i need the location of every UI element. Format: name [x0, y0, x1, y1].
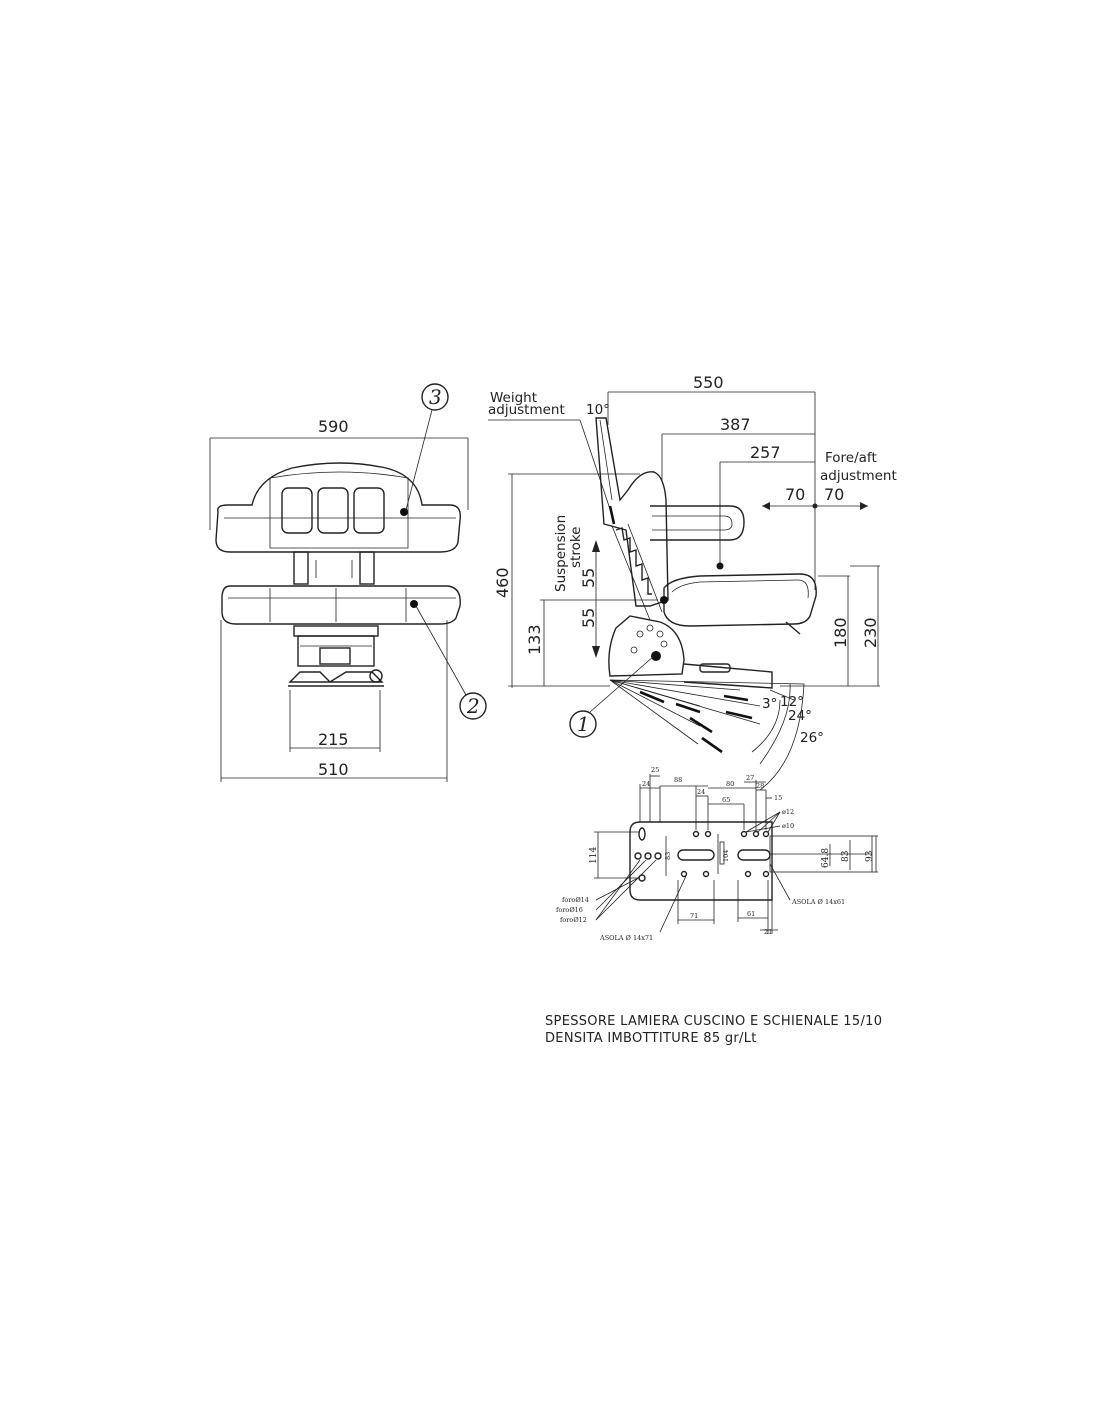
plate-dim-28: 28 [756, 782, 764, 790]
callout-2: 2 [466, 694, 480, 718]
asola-71: ASOLA Ø 14x71 [599, 934, 653, 942]
front-view: 590 215 [209, 383, 487, 782]
fore-aft-label-1: Fore/aft [825, 450, 877, 466]
suspension-label-1: Suspension [553, 515, 569, 592]
backrest-point-icon [400, 508, 408, 516]
plate-dim-64-8: 64.8 [821, 848, 831, 868]
callout-3-circle [421, 383, 449, 411]
side-cushion [663, 573, 817, 627]
angle-10: 10° [586, 402, 610, 418]
plate-dim-80: 80 [726, 780, 734, 788]
plate-dim-104: 104 [722, 850, 730, 862]
dim-55-top: 55 [579, 568, 598, 588]
base-plate-outline [629, 821, 773, 901]
foro-14: foroØ14 [562, 896, 589, 904]
notes: SPESSORE LAMIERA CUSCINO E SCHIENALE 15/… [545, 1014, 882, 1046]
side-armrest [650, 505, 745, 541]
dim-590: 590 [318, 417, 349, 436]
callout-2-circle [459, 692, 487, 720]
angle-24: 24° [788, 708, 812, 724]
tilt-fan [609, 679, 805, 791]
foro-12: foroØ12 [560, 916, 587, 924]
dim-fore-70: 70 [785, 485, 805, 504]
hole-phi10: ø10 [782, 822, 794, 830]
note-line-2: DENSITA IMBOTTITURE 85 gr/Lt [545, 1031, 757, 1046]
dim-460: 460 [493, 567, 512, 598]
base-plate: 25 24 88 24 80 65 27 28 15 ø12 ø10 114 8… [556, 766, 878, 942]
dim-257: 257 [750, 443, 781, 462]
angle-12: 12° [780, 694, 804, 710]
plate-dim-27: 27 [746, 774, 754, 782]
dim-387: 387 [720, 415, 751, 434]
cushion-outline [221, 585, 461, 625]
suspension-spring [615, 527, 652, 595]
plate-dim-15: 15 [774, 794, 782, 802]
dim-230: 230 [861, 617, 880, 648]
plate-dim-24a: 24 [642, 780, 650, 788]
dim-180: 180 [831, 617, 850, 648]
plate-dim-65: 65 [722, 796, 730, 804]
dim-550: 550 [693, 373, 724, 392]
callout-1: 1 [577, 712, 590, 736]
plate-dim-24b: 24 [697, 788, 705, 796]
asola-61: ASOLA Ø 14x61 [791, 898, 845, 906]
dim-133: 133 [525, 624, 544, 655]
plate-dim-83-left: 83 [664, 852, 672, 860]
plate-dim-71: 71 [690, 912, 698, 920]
plate-dim-25: 25 [651, 766, 659, 774]
backrest-outline [215, 462, 461, 553]
note-line-1: SPESSORE LAMIERA CUSCINO E SCHIENALE 15/… [545, 1014, 882, 1029]
dim-510: 510 [318, 760, 349, 779]
weight-adjustment-label-2: adjustment [488, 402, 565, 418]
callout-3: 3 [429, 385, 442, 409]
foro-16: foroØ16 [556, 906, 583, 914]
plate-dim-21: 21 [764, 928, 772, 936]
side-view: 550 387 257 Fore/aft adjustment 70 70 We… [488, 373, 897, 791]
angle-26: 26° [800, 730, 824, 746]
plate-dim-114: 114 [589, 847, 599, 864]
angle-3: 3° [762, 696, 777, 712]
plate-dim-93: 93 [865, 850, 875, 862]
side-backrest [595, 417, 669, 607]
suspension-label-2: stroke [568, 527, 584, 568]
side-mechanism [608, 615, 685, 677]
dim-aft-70: 70 [824, 485, 844, 504]
callout-1-circle [569, 710, 597, 738]
plate-dim-61: 61 [747, 910, 755, 918]
fore-aft-label-2: adjustment [820, 468, 897, 484]
weight-adjustment-label-1: Weight [490, 390, 537, 406]
dim-215: 215 [318, 730, 349, 749]
plate-dim-88: 88 [674, 776, 682, 784]
dim-55-bottom: 55 [579, 608, 598, 628]
hole-phi12: ø12 [782, 808, 794, 816]
plate-dim-83-right: 83 [841, 850, 851, 862]
